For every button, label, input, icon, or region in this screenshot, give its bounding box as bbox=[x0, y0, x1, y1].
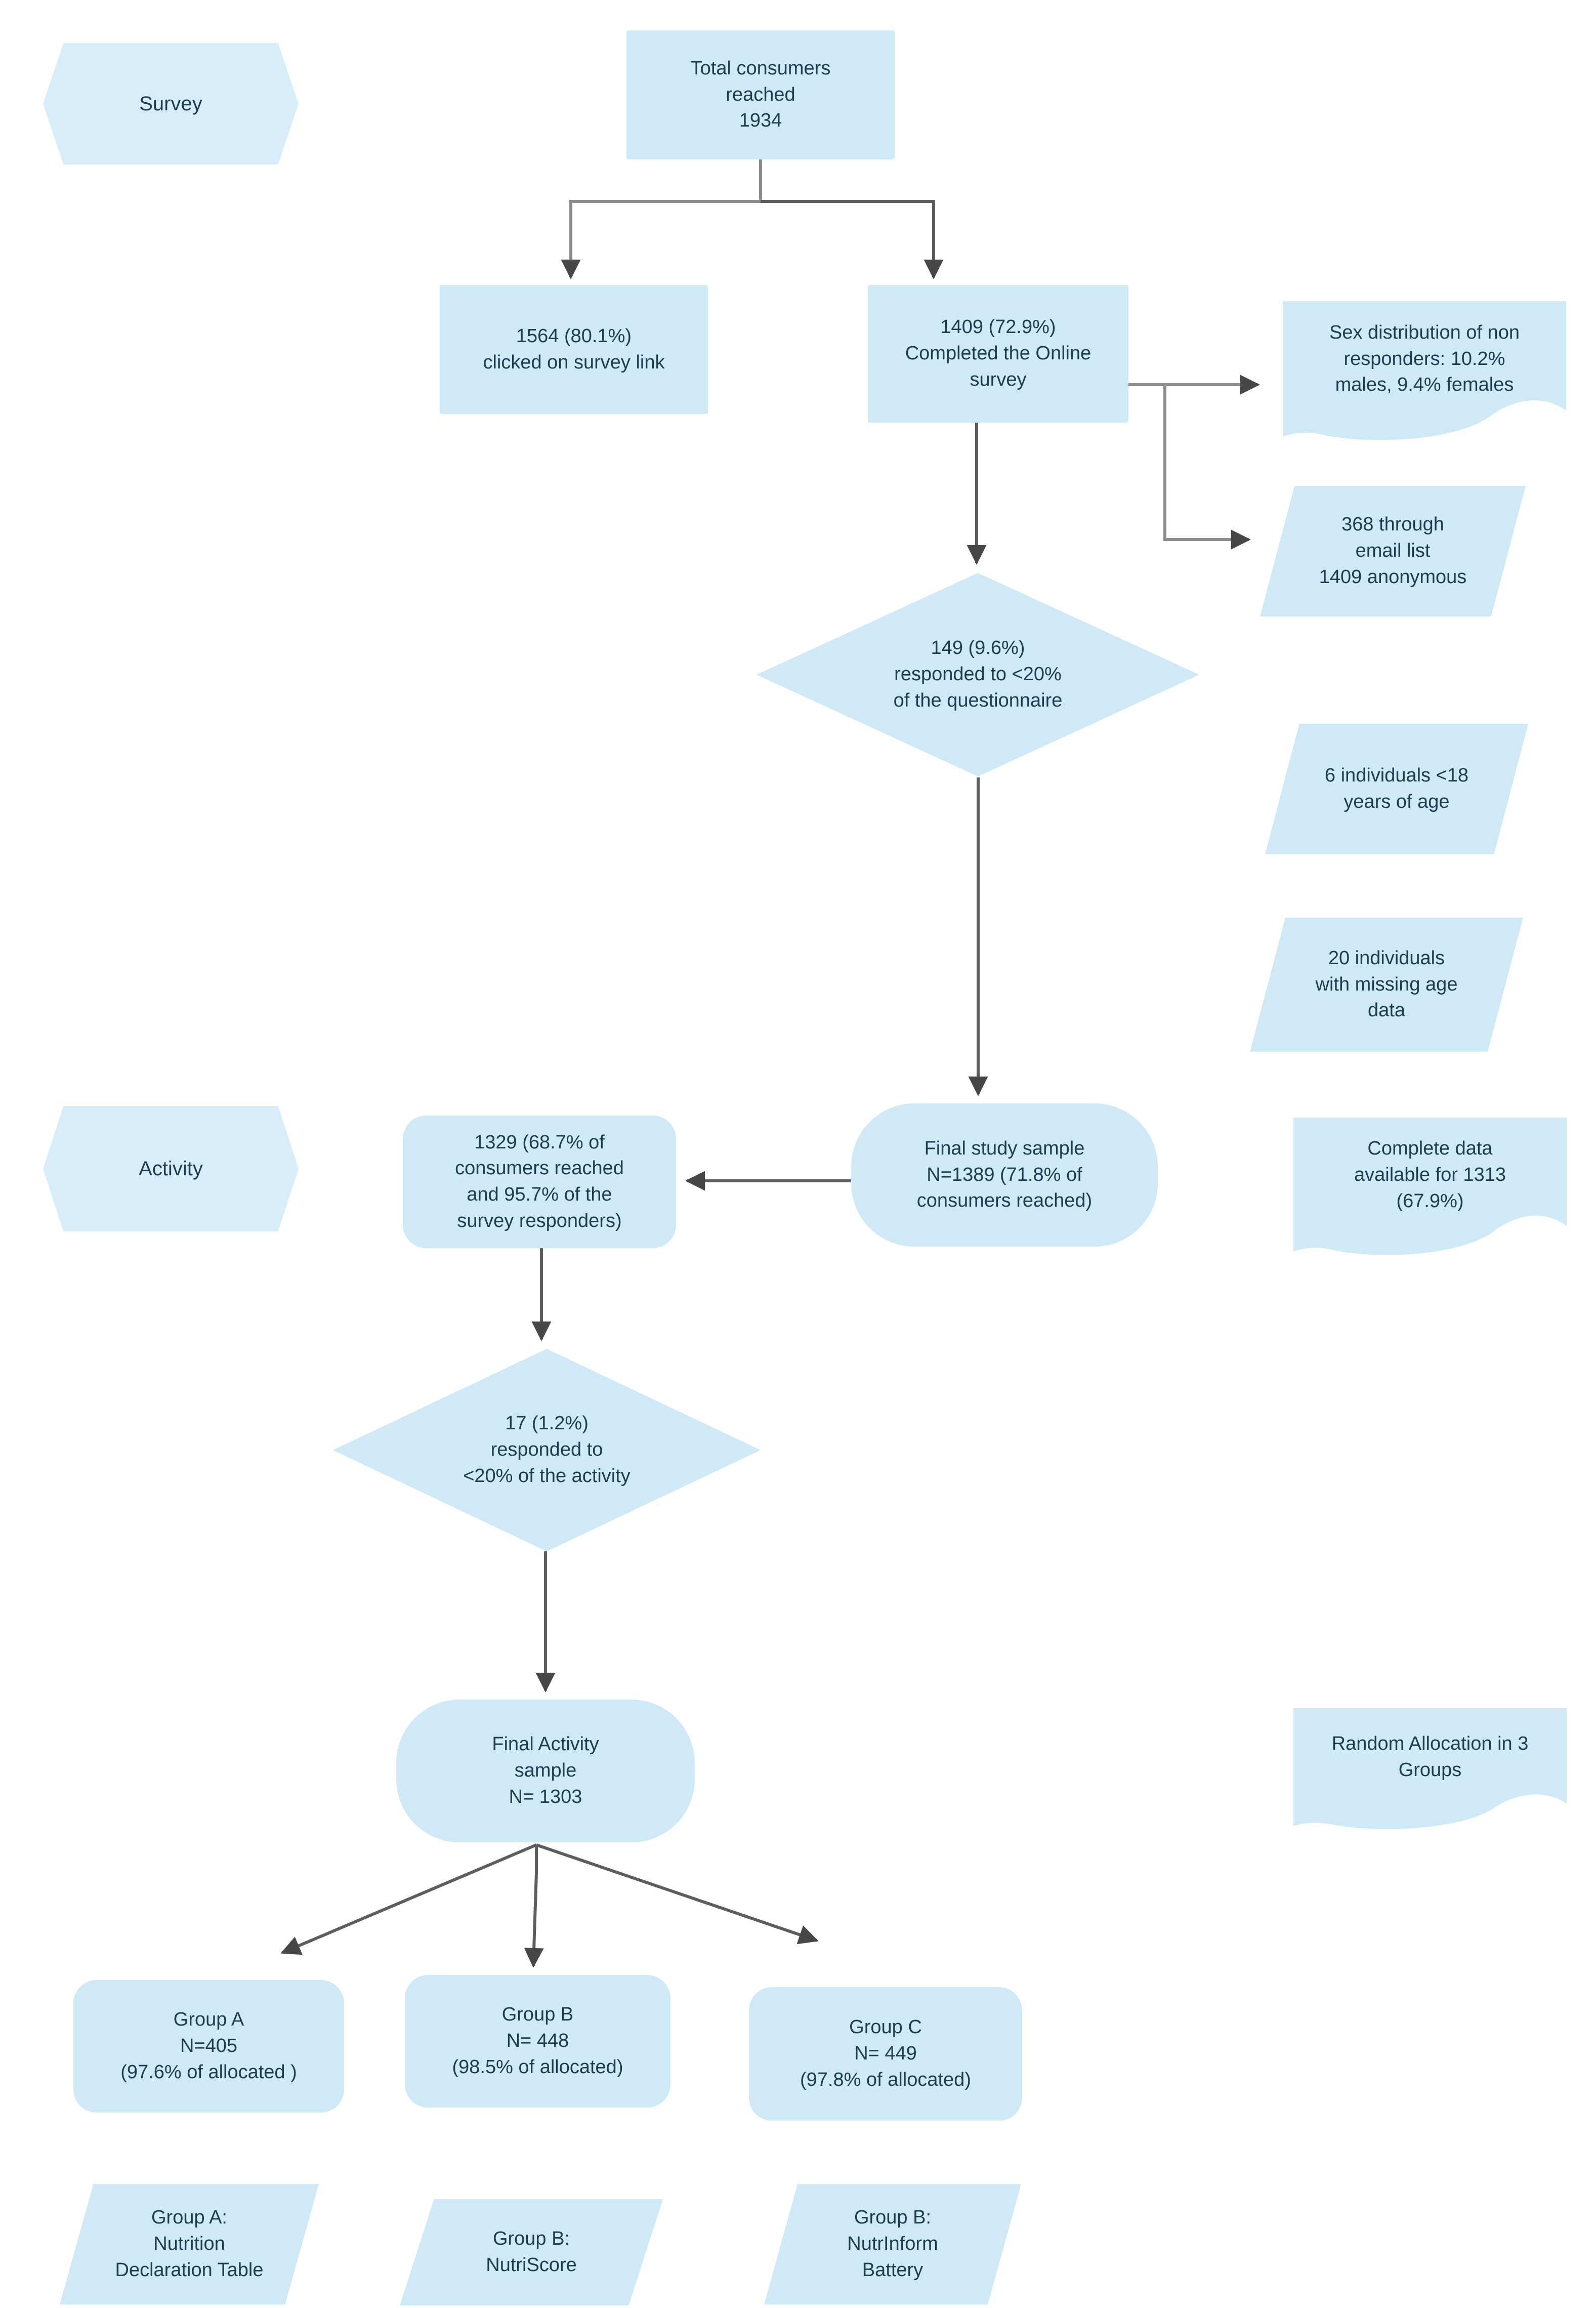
node-missing-age: 20 individuals with missing age data bbox=[1250, 918, 1523, 1052]
parallelogram-shape bbox=[1250, 918, 1523, 1052]
node-group-b-label: Group B N= 448 (98.5% of allocated) bbox=[452, 2004, 623, 2078]
connector-total-to-clicked bbox=[561, 200, 761, 279]
node-activity-sample: 1329 (68.7% of consumers reached and 95.… bbox=[403, 1116, 676, 1248]
node-final-activity-sample: Final Activity sample N= 1303 bbox=[396, 1700, 695, 1842]
node-activity-phase: Activity bbox=[43, 1106, 299, 1231]
node-email-list: 368 through email list 1409 anonymous bbox=[1260, 486, 1526, 616]
node-group-c: Group C N= 449 (97.8% of allocated) bbox=[749, 1987, 1022, 2121]
node-survey-phase: Survey bbox=[43, 43, 299, 164]
node-final-study-sample: Final study sample N=1389 (71.8% of cons… bbox=[851, 1103, 1158, 1247]
node-group-c-intervention: Group B: NutrInform Battery bbox=[764, 2184, 1021, 2304]
node-low-response-survey-label: 149 (9.6%) responded to <20% of the ques… bbox=[893, 637, 1063, 711]
document-shape bbox=[1293, 1118, 1567, 1255]
node-group-a-label: Group A N=405 (97.6% of allocated ) bbox=[120, 2009, 297, 2083]
node-final-activity-sample-label: Final Activity sample N= 1303 bbox=[492, 1734, 599, 1807]
node-completed-survey: 1409 (72.9%) Completed the Online survey bbox=[868, 285, 1128, 423]
parallelogram-shape bbox=[1260, 486, 1526, 616]
node-group-b-intervention: Group B: NutriScore bbox=[400, 2199, 663, 2305]
parallelogram-shape bbox=[764, 2184, 1021, 2304]
node-group-b: Group B N= 448 (98.5% of allocated) bbox=[405, 1975, 670, 2108]
node-activity-phase-label: Activity bbox=[139, 1157, 203, 1180]
connector-completed-to-email bbox=[1163, 385, 1251, 550]
connector-finalactivity-to-groupb bbox=[524, 1845, 544, 1968]
node-under-18: 6 individuals <18 years of age bbox=[1265, 724, 1528, 854]
node-low-response-activity-label: 17 (1.2%) responded to <20% of the activ… bbox=[463, 1413, 631, 1487]
connector-total-to-completed bbox=[761, 200, 944, 279]
node-group-a-intervention: Group A: Nutrition Declaration Table bbox=[60, 2184, 319, 2304]
node-clicked-link: 1564 (80.1%) clicked on survey link bbox=[440, 285, 708, 414]
node-sex-distribution: Sex distribution of non responders: 10.2… bbox=[1283, 301, 1566, 445]
node-group-a: Group A N=405 (97.6% of allocated ) bbox=[73, 1980, 344, 2113]
document-shape bbox=[1283, 301, 1566, 440]
node-total-consumers-label: Total consumers reached 1934 bbox=[690, 57, 831, 132]
document-shape bbox=[1293, 1708, 1567, 1829]
node-final-study-sample-label: Final study sample N=1389 (71.8% of cons… bbox=[916, 1137, 1093, 1212]
connector-finalactivity-to-groupa bbox=[280, 1843, 537, 1955]
connector-finalactivity-to-groupc bbox=[536, 1843, 819, 1945]
parallelogram-shape bbox=[60, 2184, 319, 2304]
node-complete-data: Complete data available for 1313 (67.9%) bbox=[1293, 1118, 1567, 1260]
node-clicked-link-label: 1564 (80.1%) clicked on survey link bbox=[483, 325, 665, 373]
node-survey-phase-label: Survey bbox=[139, 92, 202, 115]
node-random-allocation: Random Allocation in 3 Groups bbox=[1293, 1708, 1567, 1834]
parallelogram-shape bbox=[400, 2199, 663, 2305]
node-activity-sample-label: 1329 (68.7% of consumers reached and 95.… bbox=[455, 1131, 624, 1231]
node-group-c-label: Group C N= 449 (97.8% of allocated) bbox=[800, 2016, 971, 2090]
node-completed-survey-label: 1409 (72.9%) Completed the Online survey bbox=[905, 316, 1091, 390]
parallelogram-shape bbox=[1265, 724, 1528, 854]
node-total-consumers: Total consumers reached 1934 bbox=[626, 30, 895, 159]
